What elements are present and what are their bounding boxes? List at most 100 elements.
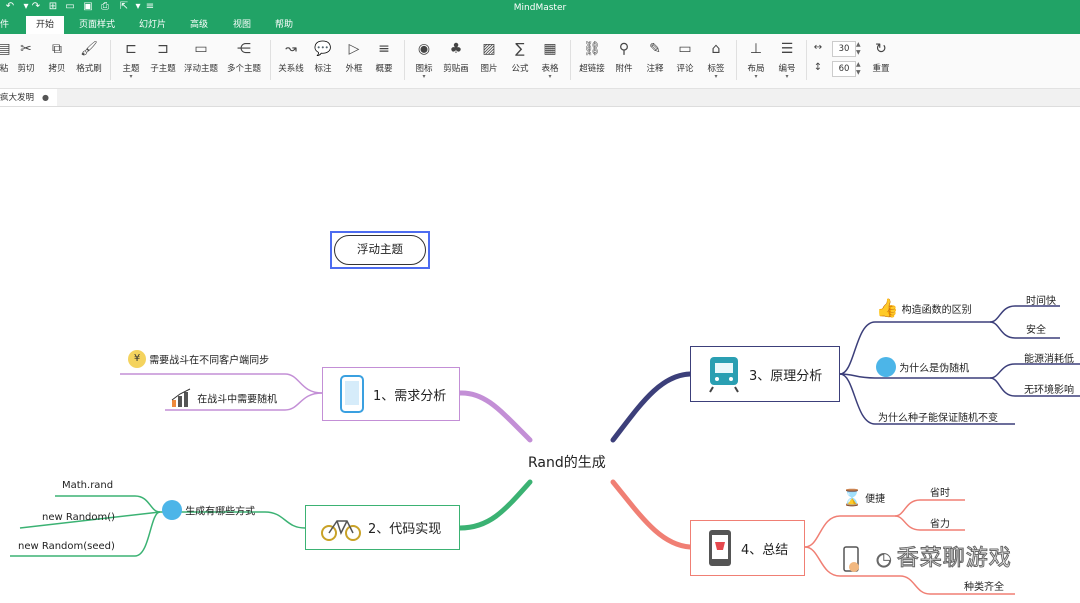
- reset-button[interactable]: ↻重置: [872, 41, 890, 74]
- redo-icon[interactable]: ↷: [31, 1, 41, 12]
- hyperlink-button[interactable]: ⛓超链接: [579, 41, 605, 74]
- numbering-button[interactable]: ☰编号▾: [769, 38, 805, 84]
- floating-topic-button[interactable]: ▭浮动主题: [183, 41, 218, 74]
- document-tab-bar: [0, 89, 1080, 107]
- new-icon[interactable]: ⊞: [48, 1, 58, 12]
- tab-slideshow[interactable]: 幻灯片: [139, 20, 167, 30]
- dropdown-icon[interactable]: ▾: [23, 1, 29, 12]
- tab-help[interactable]: 帮助: [275, 20, 294, 30]
- vertical-spacing-input[interactable]: 60: [832, 61, 856, 77]
- vertical-spacing-icon: ↕: [813, 62, 823, 73]
- comment-button[interactable]: ▭评论: [676, 41, 694, 74]
- hyperlink-icon: ⛓: [583, 41, 601, 57]
- topic-summary[interactable]: 4、总结: [690, 520, 805, 576]
- multiple-topics-button[interactable]: ⋲多个主题: [226, 41, 261, 74]
- subtopic-sync[interactable]: ¥ 需要战斗在不同客户端同步: [128, 350, 269, 368]
- topic-button[interactable]: ⊏主题▾: [113, 38, 149, 84]
- leaf-new-random[interactable]: new Random(): [42, 512, 116, 523]
- spin-down-icon[interactable]: ▼: [856, 49, 861, 56]
- watermark: ◔香菜聊游戏: [876, 540, 1012, 572]
- copy-icon: ⧉: [52, 41, 62, 57]
- subtopic-methods[interactable]: 生成有哪些方式: [162, 500, 255, 520]
- icon-button[interactable]: ◉图标▾: [406, 38, 442, 84]
- tag-icon: ⌂: [711, 41, 721, 57]
- tab-home[interactable]: 开始: [26, 16, 65, 34]
- table-icon: ▦: [543, 41, 557, 57]
- subtopic-seed[interactable]: 为什么种子能保证随机不变: [878, 413, 998, 424]
- leaf-variety[interactable]: 种类齐全: [964, 582, 1004, 593]
- save-icon[interactable]: ▣: [83, 1, 93, 12]
- callout-button[interactable]: 💬标注: [314, 41, 332, 74]
- subtopic-phone[interactable]: [842, 545, 862, 575]
- topic-requirements[interactable]: 1、需求分析: [322, 367, 460, 421]
- spin-up-icon[interactable]: ▲: [856, 41, 861, 48]
- separator: [270, 40, 271, 80]
- note-button[interactable]: ✎注释: [646, 41, 664, 74]
- paste-button[interactable]: ▤粘: [0, 38, 22, 84]
- subtopic-label: 生成有哪些方式: [185, 506, 256, 518]
- attachment-button[interactable]: ⚲附件: [615, 41, 633, 74]
- cut-button[interactable]: ✂剪切: [17, 41, 35, 74]
- open-icon[interactable]: ▭: [65, 1, 75, 12]
- chevron-down-icon: ▾: [714, 73, 718, 80]
- relationship-button[interactable]: ↝关系线: [278, 41, 304, 74]
- topic-implementation[interactable]: 2、代码实现: [305, 505, 460, 550]
- topic-principle[interactable]: 3、原理分析: [690, 346, 840, 402]
- horizontal-spacing-icon: ↔: [813, 42, 823, 53]
- format-painter-button[interactable]: 🖌格式刷: [76, 41, 102, 74]
- phone-hand-icon: [843, 546, 859, 572]
- leaf-fast[interactable]: 时间快: [1026, 296, 1056, 307]
- subtopic-convenient[interactable]: ⌛ 便捷: [842, 488, 885, 507]
- close-icon[interactable]: ●: [42, 93, 49, 102]
- globe-icon: [876, 357, 896, 377]
- separator: [736, 40, 737, 80]
- paste-icon: ▤: [0, 41, 11, 57]
- dropdown-icon[interactable]: ▾: [135, 1, 141, 12]
- subtopic-label: 构造函数的区别: [901, 305, 972, 316]
- layout-button[interactable]: ⊥布局▾: [738, 38, 774, 84]
- clipart-button[interactable]: ♣剪贴画: [443, 41, 469, 74]
- tab-advanced[interactable]: 高级: [190, 20, 209, 30]
- picture-button[interactable]: ▨图片: [480, 41, 498, 74]
- leaf-no-environment[interactable]: 无环境影响: [1024, 385, 1074, 396]
- tab-view[interactable]: 视图: [233, 20, 252, 30]
- table-button[interactable]: ▦表格▾: [532, 38, 568, 84]
- print-icon[interactable]: ⎙: [101, 1, 109, 12]
- layout-icon: ⊥: [749, 41, 763, 57]
- topic-label: 1、需求分析: [373, 388, 447, 404]
- topic-label: 3、原理分析: [749, 368, 823, 384]
- leaf-save-effort[interactable]: 省力: [930, 519, 950, 530]
- leaf-secure[interactable]: 安全: [1026, 325, 1046, 336]
- leaf-new-random-seed[interactable]: new Random(seed): [18, 541, 115, 552]
- central-topic[interactable]: Rand的生成: [528, 455, 606, 471]
- leaf-math-rand[interactable]: Math.rand: [62, 480, 114, 491]
- document-tab[interactable]: 疯大发明●: [0, 89, 57, 106]
- train-icon: [709, 357, 739, 393]
- callout-icon: 💬: [314, 41, 332, 57]
- floating-topic[interactable]: 浮动主题: [330, 231, 430, 269]
- subtopic-random-in-battle[interactable]: 在战斗中需要随机: [170, 388, 277, 408]
- spin-up-icon[interactable]: ▲: [856, 61, 861, 68]
- tab-file[interactable]: 件: [0, 20, 10, 30]
- leaf-low-energy[interactable]: 能源消耗低: [1024, 354, 1074, 365]
- tag-button[interactable]: ⌂标签▾: [698, 38, 734, 84]
- summary-icon: ≡: [378, 41, 390, 57]
- subtopic-constructor[interactable]: 👍 构造函数的区别: [876, 298, 972, 319]
- tab-page-style[interactable]: 页面样式: [79, 20, 116, 30]
- comment-icon: ▭: [678, 41, 692, 57]
- formula-button[interactable]: ∑公式: [511, 41, 529, 74]
- summary-button[interactable]: ≡概要: [375, 41, 393, 74]
- subtopic-button[interactable]: ⊐子主题: [150, 41, 176, 74]
- boundary-button[interactable]: ▷外框: [345, 41, 363, 74]
- copy-button[interactable]: ⧉拷贝: [48, 41, 66, 74]
- customize-icon[interactable]: ≡: [145, 1, 155, 12]
- subtopic-pseudo-random[interactable]: 为什么是伪随机: [876, 357, 969, 377]
- horizontal-spacing-input[interactable]: 30: [832, 41, 856, 57]
- clipart-icon: ♣: [449, 41, 463, 57]
- tablet-cart-icon: [709, 530, 731, 566]
- leaf-save-time[interactable]: 省时: [930, 488, 950, 499]
- export-icon[interactable]: ⇱: [119, 1, 129, 12]
- undo-icon[interactable]: ↶: [5, 1, 15, 12]
- spin-down-icon[interactable]: ▼: [856, 69, 861, 76]
